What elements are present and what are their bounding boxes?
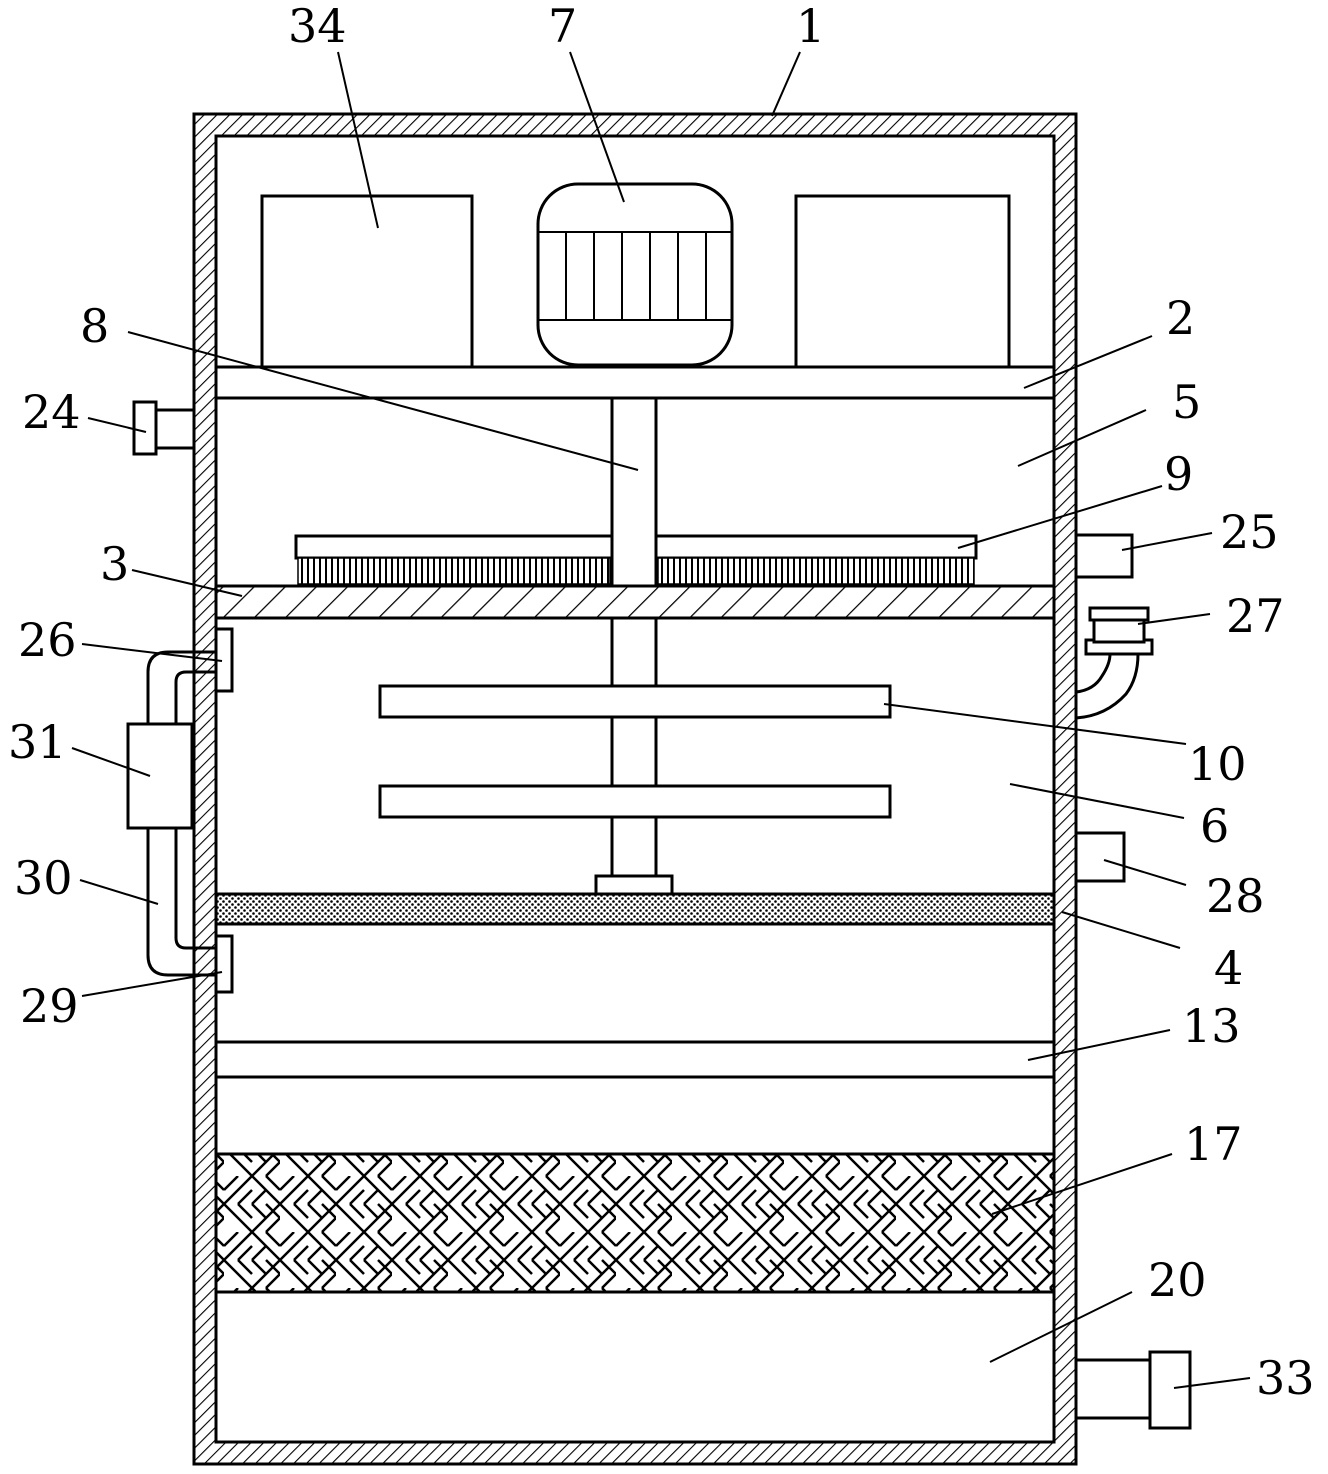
reference-labels: 34 7 1 8 2 24 5 9 25 3 27 26 31 10 6 30 …: [8, 0, 1315, 1405]
label-31: 31: [8, 715, 67, 769]
label-6: 6: [1200, 799, 1229, 853]
label-8: 8: [80, 299, 109, 353]
outlet-33: [1074, 1350, 1192, 1430]
label-3: 3: [100, 537, 129, 591]
label-4: 4: [1214, 941, 1243, 995]
pipe-24: [132, 400, 196, 456]
pump-31: [126, 722, 194, 830]
blade-10-lower: [378, 784, 892, 819]
connector-29: [214, 934, 234, 994]
label-28: 28: [1206, 869, 1265, 923]
pipe-28: [1074, 831, 1126, 883]
plate-2: [214, 365, 1056, 400]
label-17: 17: [1184, 1117, 1243, 1171]
label-10: 10: [1188, 737, 1247, 791]
label-20: 20: [1148, 1253, 1207, 1307]
shaft-foot: [594, 874, 674, 896]
motor-7: [536, 182, 734, 367]
brush-9: [294, 534, 978, 585]
lower-shaft: [610, 616, 658, 882]
label-29: 29: [20, 979, 79, 1033]
label-34: 34: [288, 0, 347, 53]
filter-layer-17: [214, 1152, 1056, 1294]
filter-plate-4: [214, 892, 1056, 926]
label-9: 9: [1164, 447, 1193, 501]
label-24: 24: [22, 385, 81, 439]
label-7: 7: [548, 0, 577, 53]
box-34-right: [794, 194, 1011, 369]
leader-lines: [71, 51, 1251, 1389]
shaft-8: [610, 396, 658, 588]
label-1: 1: [796, 0, 825, 53]
blade-10-upper: [378, 684, 892, 719]
plate-3: [214, 584, 1056, 620]
label-33: 33: [1256, 1351, 1315, 1405]
pipe-25: [1074, 533, 1134, 579]
plate-13: [214, 1040, 1056, 1079]
valve-27: [1075, 606, 1154, 720]
label-13: 13: [1182, 999, 1241, 1053]
box-34-left: [260, 194, 474, 369]
label-27: 27: [1226, 589, 1285, 643]
label-25: 25: [1220, 505, 1279, 559]
label-5: 5: [1172, 375, 1201, 429]
label-26: 26: [18, 613, 77, 667]
label-2: 2: [1166, 291, 1195, 345]
label-30: 30: [14, 851, 73, 905]
